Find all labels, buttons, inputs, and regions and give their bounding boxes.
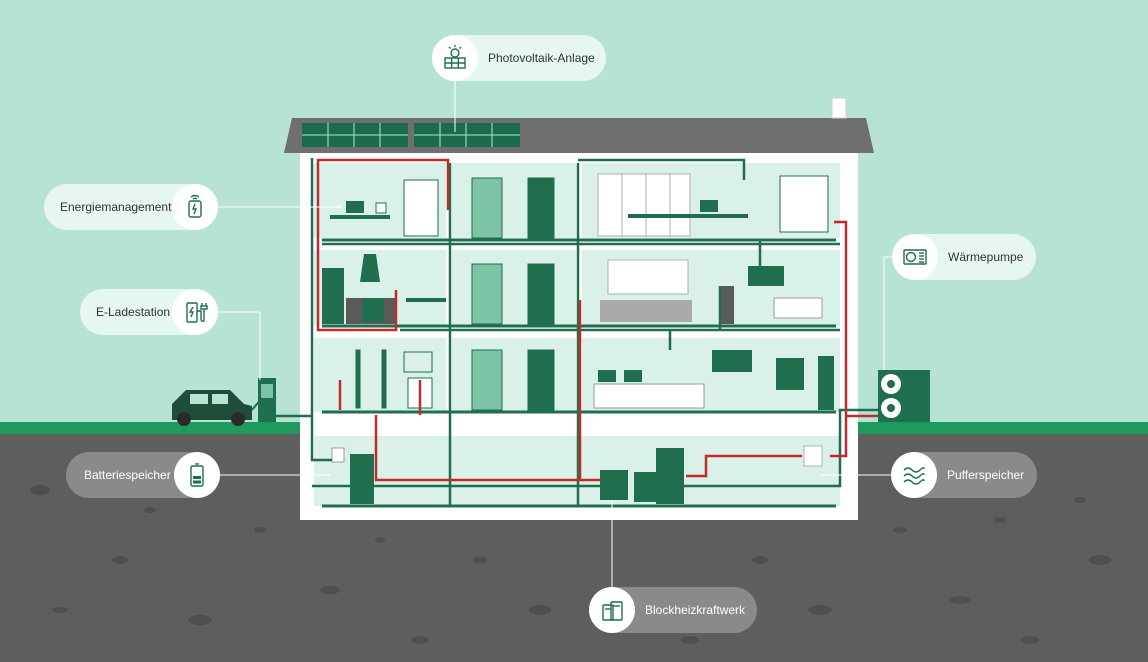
callout-photovoltaik: Photovoltaik-Anlage <box>432 35 606 81</box>
ground-speckles <box>30 485 1111 644</box>
battery-icon <box>174 452 220 498</box>
kitchen <box>322 254 446 324</box>
callout-waermepumpe-label: Wärmepumpe <box>948 250 1024 264</box>
callout-leaders <box>218 80 895 590</box>
chimney <box>831 97 847 119</box>
callout-blockheizkraftwerk-label: Blockheizkraftwerk <box>645 603 746 617</box>
callout-photovoltaik-label: Photovoltaik-Anlage <box>488 51 595 65</box>
heat-pump <box>878 370 930 422</box>
callout-batteriespeicher-label: Batteriespeicher <box>84 468 171 482</box>
callout-waermepumpe: Wärmepumpe <box>892 234 1036 280</box>
callout-energiemanagement: Energiemanagement <box>44 184 218 230</box>
heat-pump-icon <box>892 234 938 280</box>
callout-batteriespeicher: Batteriespeicher <box>66 452 220 498</box>
callout-blockheizkraftwerk: Blockheizkraftwerk <box>589 587 757 633</box>
energy-management-icon <box>172 184 218 230</box>
conference-room <box>600 259 823 324</box>
callout-pufferspeicher-label: Pufferspeicher <box>947 468 1025 482</box>
callout-energiemanagement-label: Energiemanagement <box>60 200 172 214</box>
callout-pufferspeicher: Pufferspeicher <box>891 452 1037 498</box>
office-furniture <box>330 179 439 237</box>
open-office <box>597 173 829 237</box>
electric-car <box>172 390 252 426</box>
chp-plant-icon <box>589 587 635 633</box>
solar-panel-icon <box>432 35 478 81</box>
lobby <box>593 350 834 410</box>
solar-panels <box>302 123 520 147</box>
callout-e-ladestation: E-Ladestation <box>80 289 218 335</box>
callout-e-ladestation-label: E-Ladestation <box>96 305 171 319</box>
elevators <box>471 177 555 411</box>
red-pipes <box>316 158 878 482</box>
ev-charger-icon <box>172 289 218 335</box>
ev-charger <box>258 378 276 422</box>
green-pipes <box>276 158 880 506</box>
buffer-tank-icon <box>891 452 937 498</box>
